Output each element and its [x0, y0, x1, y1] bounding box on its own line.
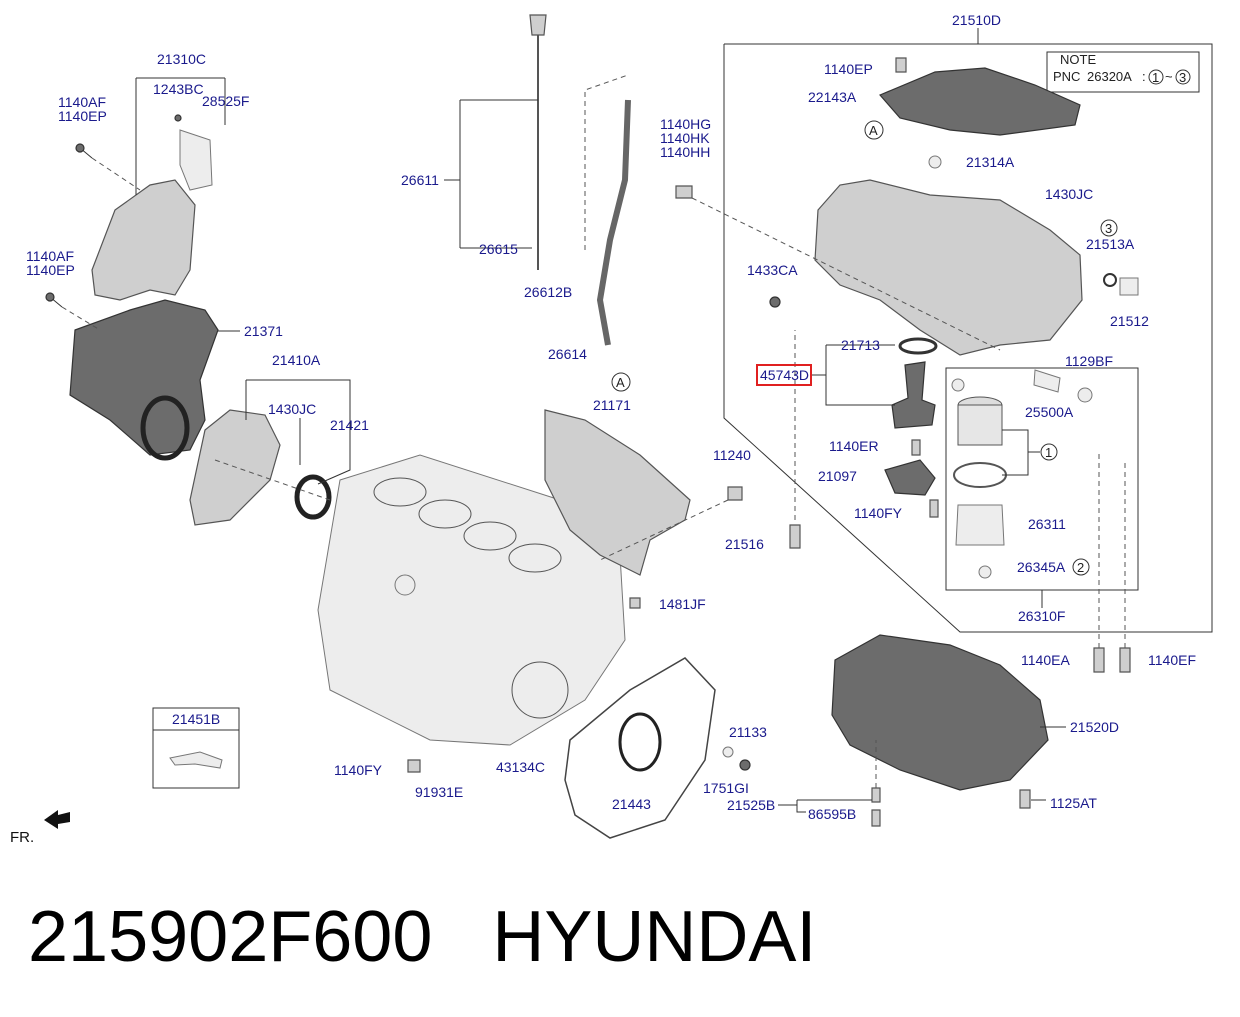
- callout-21451B: 21451B: [172, 711, 220, 727]
- callout-26310F: 26310F: [1018, 608, 1065, 624]
- callout-1140FY-block: 1140FY: [334, 762, 383, 778]
- note-range-from: 1: [1152, 70, 1159, 85]
- callout-21371: 21371: [244, 323, 283, 339]
- callout-1140HK: 1140HK: [660, 130, 710, 146]
- exploded-parts-diagram: NOTE PNC 26320A : 1 ~ 3: [10, 12, 1213, 846]
- note-range-to: 3: [1179, 70, 1186, 85]
- highlighted-part-box: [756, 364, 812, 386]
- callout-22143A: 22143A: [808, 89, 857, 105]
- callout-21133: 21133: [729, 724, 767, 740]
- marker-1: 1: [1045, 445, 1052, 460]
- callout-1140EP-upper: 1140EP: [58, 108, 107, 124]
- callout-1751GI: 1751GI: [703, 780, 749, 796]
- callout-1243BC: 1243BC: [153, 81, 204, 97]
- callout-1140EA: 1140EA: [1021, 652, 1070, 668]
- heat-shield: [544, 409, 691, 576]
- callout-1140AF-lower: 1140AF: [26, 248, 74, 264]
- callout-1481JF: 1481JF: [659, 596, 706, 612]
- callout-21097: 21097: [818, 468, 857, 484]
- callout-1430JC-left: 1430JC: [268, 401, 316, 417]
- callout-26345A: 26345A: [1017, 559, 1066, 575]
- marker-2: 2: [1077, 560, 1084, 575]
- timing-cover-upper: [91, 179, 196, 301]
- callout-21171: 21171: [593, 397, 631, 413]
- brand-name: HYUNDAI: [492, 897, 817, 977]
- baffle-plate: [879, 67, 1081, 136]
- marker-a-pan: A: [869, 123, 878, 138]
- callout-1433CA: 1433CA: [747, 262, 798, 278]
- front-arrow-icon: [44, 810, 70, 829]
- callout-1140FY-pan: 1140FY: [854, 505, 903, 521]
- callout-1140AF-upper: 1140AF: [58, 94, 106, 110]
- callout-1140EP-pan: 1140EP: [824, 61, 873, 77]
- callout-1140EP-lower: 1140EP: [26, 262, 75, 278]
- callout-1430JC-pan: 1430JC: [1045, 186, 1093, 202]
- callout-21310C: 21310C: [157, 51, 206, 67]
- callout-11240: 11240: [713, 447, 751, 463]
- part-caption: 215902F600 HYUNDAI: [28, 892, 1228, 982]
- callout-26611: 26611: [401, 172, 439, 188]
- callout-21314A: 21314A: [966, 154, 1015, 170]
- bolt-icon: [407, 57, 1131, 827]
- note-range-sep: ~: [1165, 69, 1173, 84]
- callout-1140HH: 1140HH: [660, 144, 710, 160]
- oil-pan-lower: [831, 634, 1049, 791]
- oil-pan-upper: [814, 179, 1083, 356]
- oil-strainer: [891, 337, 938, 429]
- bolt-icon: [45, 114, 182, 308]
- note-box: NOTE PNC 26320A : 1 ~ 3: [1046, 51, 1200, 93]
- callout-1129BF: 1129BF: [1065, 353, 1113, 369]
- cylinder-block: [317, 454, 626, 746]
- marker-3: 3: [1105, 221, 1112, 236]
- note-pnc-value: 26320A: [1087, 69, 1132, 84]
- callout-26311: 26311: [1028, 516, 1066, 532]
- oil-pan-group-frame: [723, 43, 1213, 633]
- callout-26615: 26615: [479, 241, 518, 257]
- marker-a-tube: A: [616, 375, 625, 390]
- callout-21520D: 21520D: [1070, 719, 1119, 735]
- svg-text::: :: [1142, 69, 1146, 84]
- callout-25500A: 25500A: [1025, 404, 1074, 420]
- callout-21512: 21512: [1110, 313, 1149, 329]
- callout-86595B: 86595B: [808, 806, 856, 822]
- callout-45743D: 45743D: [760, 367, 809, 383]
- timing-cover-lower: [69, 299, 219, 456]
- callout-21410A: 21410A: [272, 352, 321, 368]
- oil-filter: [953, 396, 1007, 579]
- callout-21421: 21421: [330, 417, 369, 433]
- callout-21525B: 21525B: [727, 797, 775, 813]
- oil-level-sensor: [884, 459, 936, 496]
- sealant-box: [152, 707, 240, 789]
- callout-91931E: 91931E: [415, 784, 463, 800]
- part-number: 215902F600: [28, 897, 433, 977]
- rear-gasket: [564, 657, 716, 839]
- callout-1140HG: 1140HG: [660, 116, 711, 132]
- callout-1125AT: 1125AT: [1050, 795, 1097, 811]
- orientation-label: FR.: [10, 829, 34, 846]
- callout-21443: 21443: [612, 796, 651, 812]
- callout-1140ER: 1140ER: [829, 438, 879, 454]
- oil-seal-housing: [189, 409, 281, 526]
- callout-21510D: 21510D: [952, 12, 1001, 28]
- note-pnc-label: PNC: [1053, 69, 1080, 84]
- callout-1140EF: 1140EF: [1148, 652, 1196, 668]
- callout-21713: 21713: [841, 337, 880, 353]
- callout-21516: 21516: [725, 536, 764, 552]
- callout-28525F: 28525F: [202, 93, 249, 109]
- dipstick-guide-tube: [596, 99, 631, 346]
- callout-26612B: 26612B: [524, 284, 572, 300]
- callout-26614: 26614: [548, 346, 587, 362]
- note-title: NOTE: [1060, 52, 1096, 67]
- callout-43134C: 43134C: [496, 759, 545, 775]
- callout-21513A: 21513A: [1086, 236, 1135, 252]
